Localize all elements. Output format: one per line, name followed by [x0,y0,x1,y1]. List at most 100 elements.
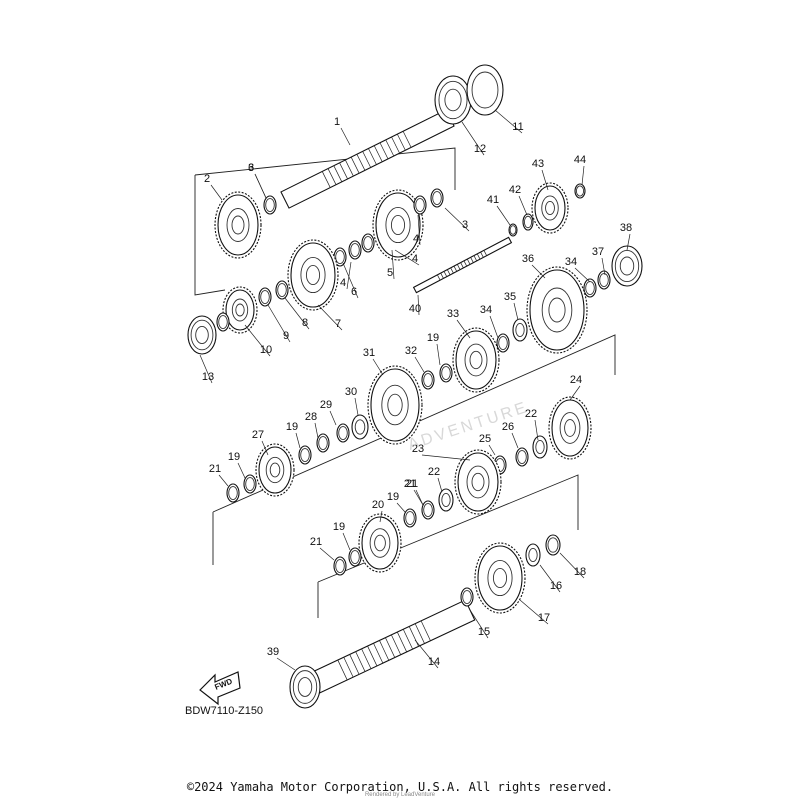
callout-leader-34 [574,267,591,283]
callout-leader-28 [314,422,319,439]
washer-9-inner [260,290,270,304]
group-bracket-1 [194,147,456,296]
main-axle-shaft-spline [350,156,360,174]
main-axle-shaft-body [280,109,455,209]
washer-37 [597,270,611,290]
main-axle-shaft-spline [362,151,371,168]
washer-19d-inner [405,511,415,525]
drive-axle-shaft-body [294,599,476,701]
callout-leader-44 [581,165,585,186]
washer-15-inner [462,590,472,604]
callout-label-37: 37 [592,246,604,258]
callout-label-43: 43 [532,158,544,170]
washer-3a-inner [432,191,442,205]
clip-41 [508,223,518,237]
callout-label-6: 6 [248,162,254,174]
circlip-21b [421,500,435,520]
shift-rod-spline [470,257,474,263]
clip-41-inner [509,225,517,235]
bearing-12-bore [444,88,462,112]
drive-axle-shaft-spline [402,629,413,650]
callout-label-8: 8 [302,317,308,329]
callout-leader-21 [319,547,335,561]
shift-rod-spline [456,264,461,270]
main-axle-shaft [280,109,455,209]
needle-22a-bore [535,439,545,455]
callout-leader-29 [329,410,337,426]
washer-32-inner [423,373,433,387]
gear-23 [454,449,502,515]
callout-leader-9 [267,304,291,343]
main-axle-shaft-spline [385,139,395,157]
washer-19a-inner [441,366,451,380]
shift-rod-spline [447,269,451,276]
callout-leader-7 [317,304,343,331]
washer-15 [460,587,474,607]
circlip-21c [333,556,347,576]
bearing-38 [611,245,643,287]
gear-27-bore [269,462,281,478]
callout-leader-19 [342,532,351,551]
needle-16-bore [528,547,538,563]
needle-22b-bore [441,492,451,508]
washer-34a-inner [585,281,595,295]
callout-leader-33 [456,319,471,339]
callout-label-39: 39 [267,646,279,658]
collar-6a [263,195,277,215]
shift-rod-spline [460,262,464,269]
callout-leader-31 [372,358,384,376]
bearing-12 [434,75,472,125]
washer-18-inner [547,537,559,553]
callout-label-34: 34 [480,304,492,316]
callout-leader-37 [601,257,606,276]
callout-label-2: 2 [204,173,210,185]
callout-leader-8 [284,297,310,330]
callout-label-15: 15 [478,626,490,638]
gear-20 [358,513,402,573]
copyright-notice: ©2024 Yamaha Motor Corporation, U.S.A. A… [186,780,614,794]
circlip-11-inner [471,71,499,109]
callout-leader-39 [276,657,296,671]
washer-37-inner [599,273,609,287]
washer-19a [439,363,453,383]
needle-30 [351,414,369,440]
drive-axle-shaft-spline [361,648,372,669]
needle-16 [525,543,541,567]
main-axle-shaft-spline [327,168,337,185]
callout-label-23: 23 [412,443,424,455]
callout-label-24: 24 [570,374,582,386]
callout-label-4: 4 [412,253,418,265]
washer-34b [496,333,510,353]
callout-label-21: 21 [310,536,322,548]
callout-labels: 1233444566789101112131415161718191919191… [199,109,632,671]
washer-42 [522,213,534,231]
needle-22a [532,435,548,459]
callout-leader-6 [254,173,267,199]
shift-rod-spline [450,267,454,274]
washer-19e [348,547,362,567]
shift-rod-spline [466,258,471,265]
shift-rod-spline [473,255,478,262]
gear-43-bore [545,200,555,216]
callout-leader-25 [488,444,496,456]
gear-7-bore [305,264,321,286]
main-axle-shaft-spline [379,142,389,160]
callout-label-17: 17 [538,612,550,624]
bearing-39-bore [297,677,313,697]
gear-36 [526,266,588,354]
drive-axle-shaft-spline [396,631,408,653]
main-axle-shaft-spline [333,165,343,182]
callout-leader-12 [461,121,485,156]
washer-42-inner [523,215,533,229]
gear-33-bore [469,350,483,370]
callout-leader-15 [469,609,489,639]
callout-leader-10 [244,324,271,357]
callout-leader-20 [379,510,383,523]
group-bracket-3 [317,474,579,618]
callout-label-21: 21 [406,478,418,490]
callout-label-19: 19 [286,421,298,433]
callout-leader-35 [513,302,519,321]
washer-8 [275,280,289,300]
gear-17-bore [492,567,508,589]
